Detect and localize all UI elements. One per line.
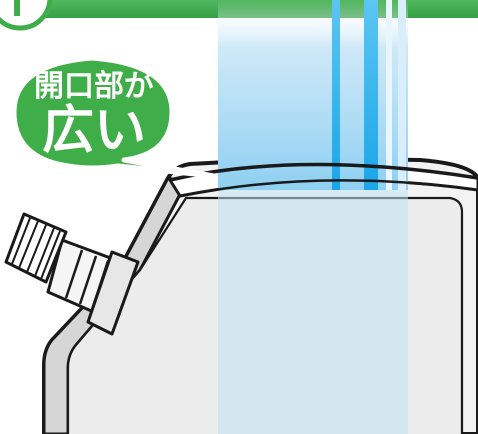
callout-line-2: 広い xyxy=(42,101,146,161)
step-badge-icon xyxy=(0,0,53,31)
cap-valve-icon xyxy=(4,212,140,336)
callout-line-1: 開口部が xyxy=(34,69,154,104)
liquid-stream-icon xyxy=(218,0,408,434)
callout-bubble: 開口部が 広い xyxy=(11,55,217,179)
